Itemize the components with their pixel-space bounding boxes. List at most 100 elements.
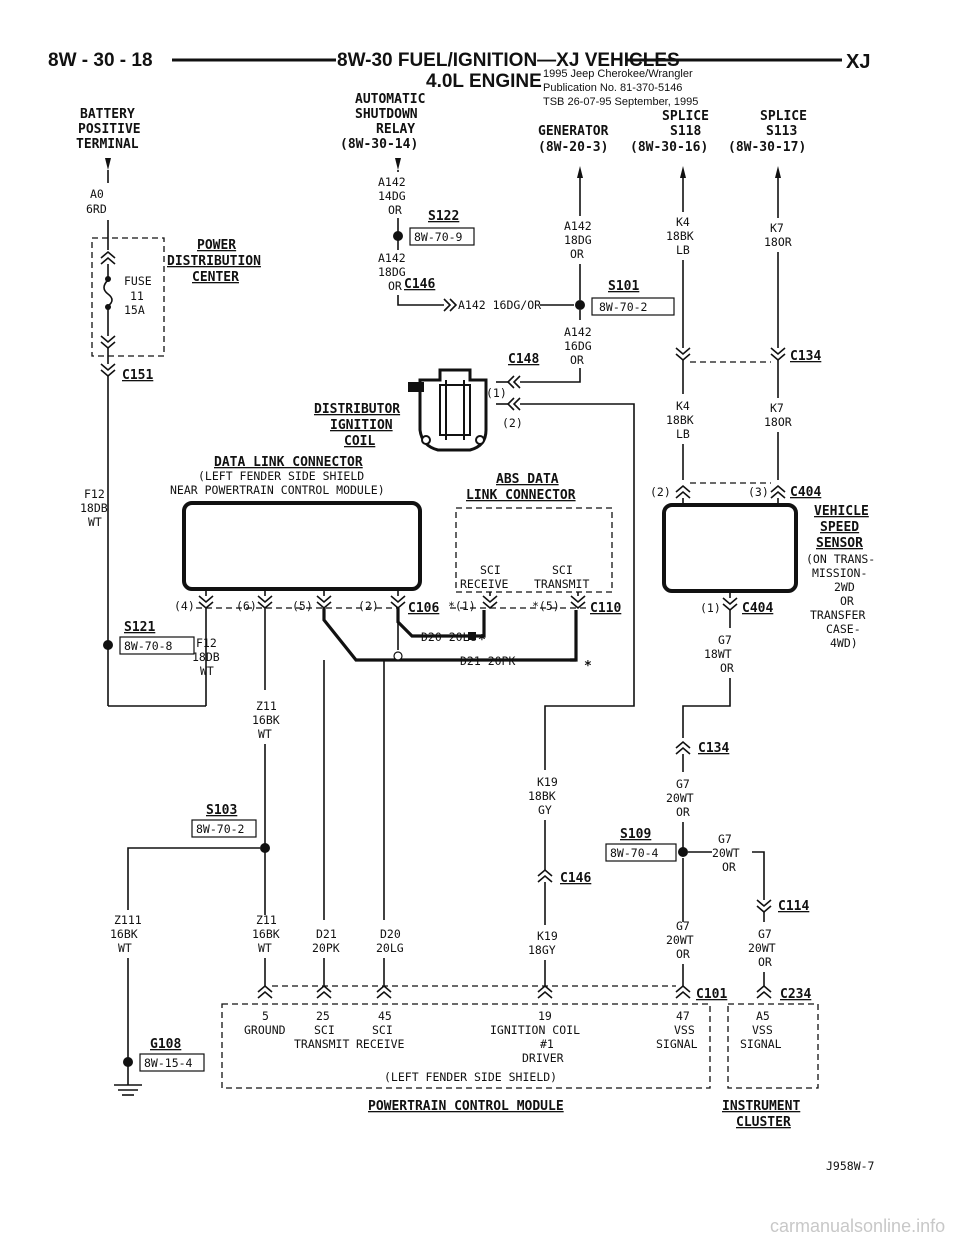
svg-text:SPEED: SPEED [820, 520, 859, 535]
svg-text:8W-70-2: 8W-70-2 [599, 300, 647, 314]
wire-a0-label: A0 6RD [86, 187, 107, 216]
svg-text:WT: WT [200, 664, 214, 678]
svg-text:20WT: 20WT [748, 941, 776, 955]
wire-a142-18b-label: A142 18DG OR [564, 219, 592, 261]
asd-relay-label: AUTOMATIC SHUTDOWN RELAY (8W-30-14) [340, 92, 425, 152]
engine-label: 4.0L ENGINE [426, 71, 542, 92]
svg-text:IGNITION: IGNITION [330, 418, 393, 433]
wire-k4-lower-label: K4 18BK LB [666, 399, 694, 441]
c106-pin4-connector [198, 595, 214, 610]
s121-ref-box [119, 636, 195, 655]
wire-d20-vertical-label: D20 20LG [376, 927, 404, 955]
s121-label: S121 [124, 620, 155, 635]
svg-text:18DG: 18DG [378, 265, 406, 279]
abs-label: ABS DATA LINK CONNECTOR [466, 472, 576, 503]
splice-s101 [575, 300, 585, 310]
wire-z11-lower-label: Z11 16BK WT [252, 913, 280, 955]
svg-text:8W-70-9: 8W-70-9 [414, 230, 463, 244]
page-number: 8W - 30 - 18 [48, 50, 153, 71]
svg-text:18GY: 18GY [528, 943, 556, 957]
pcm-label: POWERTRAIN CONTROL MODULE [368, 1099, 564, 1114]
svg-text:LB: LB [676, 243, 690, 257]
svg-text:47: 47 [676, 1009, 690, 1023]
g108-label: G108 [150, 1037, 181, 1052]
svg-text:OR: OR [758, 955, 772, 969]
svg-text:CENTER: CENTER [192, 270, 239, 285]
dlc-pin-5: (5) [292, 599, 313, 613]
coil-pin-2: (2) [502, 416, 523, 430]
s103-ref-box [191, 819, 257, 838]
c101-pin25-connector [316, 984, 332, 999]
arrow-battery [105, 158, 111, 170]
svg-text:A142: A142 [378, 175, 406, 189]
svg-text:SCI: SCI [372, 1023, 393, 1037]
c114-label: C114 [778, 899, 809, 914]
s101-ref-box [591, 297, 675, 316]
pub-line-3: TSB 26-07-95 September, 1995 [543, 96, 698, 108]
svg-text:SIGNAL: SIGNAL [656, 1037, 698, 1051]
dlc-pin-6: (6) [236, 599, 257, 613]
svg-text:IGNITION COIL: IGNITION COIL [490, 1023, 580, 1037]
pcm-box [221, 1003, 711, 1089]
svg-text:VSS: VSS [674, 1023, 695, 1037]
svg-text:TRANSMIT: TRANSMIT [534, 577, 589, 591]
dlc-pin-2: (2) [358, 599, 379, 613]
pcm-pin-47: 47 VSS SIGNAL [656, 1009, 698, 1051]
svg-text:A142: A142 [564, 219, 592, 233]
wire-d21-thick [322, 608, 578, 662]
c404-top-label: C404 [790, 485, 821, 500]
c148-connector-2 [506, 397, 521, 411]
svg-text:GROUND: GROUND [244, 1023, 286, 1037]
svg-text:DISTRIBUTION: DISTRIBUTION [167, 254, 261, 269]
svg-text:K19: K19 [537, 929, 558, 943]
vss-pin-3: (3) [748, 485, 769, 499]
svg-text:(8W-30-14): (8W-30-14) [340, 137, 418, 152]
svg-text:F12: F12 [84, 487, 105, 501]
svg-text:8W-70-2: 8W-70-2 [196, 822, 244, 836]
ground-symbol [114, 1084, 142, 1096]
svg-text:F12: F12 [196, 636, 217, 650]
pub-line-1: 1995 Jeep Cherokee/Wrangler [543, 68, 693, 80]
svg-text:(8W-30-16): (8W-30-16) [630, 140, 708, 155]
dlc-body [182, 501, 422, 591]
c106-pin6-connector [257, 595, 273, 610]
c151-connector [100, 363, 116, 378]
c110-pin5-connector [570, 595, 586, 610]
d21-star: * [584, 659, 592, 674]
svg-text:A5: A5 [756, 1009, 770, 1023]
vss-pin-1: (1) [700, 601, 721, 615]
svg-text:45: 45 [378, 1009, 392, 1023]
c101-label: C101 [696, 987, 727, 1002]
svg-text:WT: WT [118, 941, 132, 955]
svg-text:POWER: POWER [197, 238, 236, 253]
svg-text:(8W-20-3): (8W-20-3) [538, 140, 608, 155]
svg-text:Z111: Z111 [114, 913, 142, 927]
svg-text:OR: OR [722, 860, 736, 874]
c134-top-connector-k4 [675, 347, 691, 362]
svg-text:VSS: VSS [752, 1023, 773, 1037]
svg-text:11: 11 [130, 289, 144, 303]
svg-text:8W-70-4: 8W-70-4 [610, 846, 659, 860]
svg-text:20WT: 20WT [666, 791, 694, 805]
c134-top-label: C134 [790, 349, 821, 364]
wire-z111-label: Z111 16BK WT [110, 913, 142, 955]
svg-text:SCI: SCI [480, 563, 501, 577]
abs-pin-1: *(1) [448, 599, 476, 613]
pdc-label: POWER DISTRIBUTION CENTER [167, 238, 261, 285]
c234-connector [756, 984, 772, 999]
abs-pin-labels: SCI RECEIVE SCI TRANSMIT [460, 563, 589, 591]
splice-s118-label: SPLICE S118 (8W-30-16) [630, 109, 709, 155]
svg-text:16BK: 16BK [110, 927, 138, 941]
svg-text:DRIVER: DRIVER [522, 1051, 564, 1065]
svg-text:AUTOMATIC: AUTOMATIC [355, 92, 425, 107]
svg-text:GENERATOR: GENERATOR [538, 124, 609, 139]
svg-text:TRANSMIT: TRANSMIT [294, 1037, 349, 1051]
pcm-pin-25: 25 SCI TRANSMIT [294, 1009, 349, 1051]
svg-text:A142: A142 [564, 325, 592, 339]
c101-pin5-connector [257, 984, 273, 999]
svg-text:MISSION-: MISSION- [812, 566, 867, 580]
c134-top-connector-k7 [770, 347, 786, 362]
svg-text:VEHICLE: VEHICLE [814, 504, 869, 519]
svg-text:(8W-30-17): (8W-30-17) [728, 140, 806, 155]
svg-text:BATTERY: BATTERY [80, 107, 135, 122]
